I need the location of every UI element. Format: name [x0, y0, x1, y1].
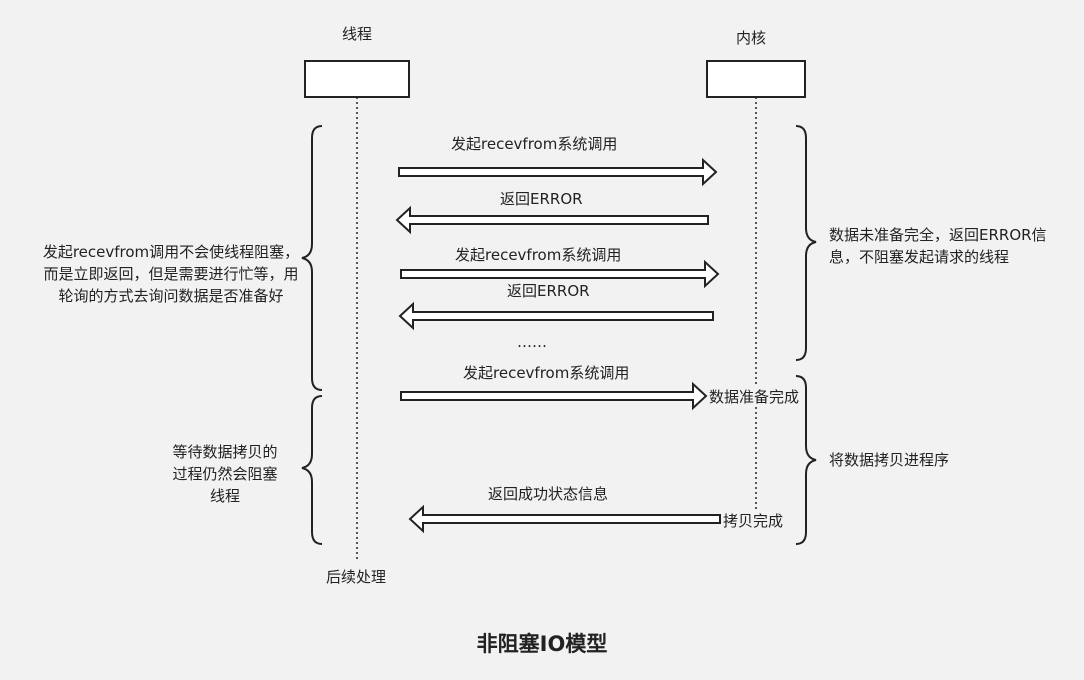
- message-success-label: 返回成功状态信息: [488, 485, 609, 503]
- right-brace-top: [795, 125, 817, 361]
- ellipsis-label: ……: [517, 333, 547, 351]
- message-call-1-label: 发起recevfrom系统调用: [451, 135, 618, 153]
- arrow-call-1: [398, 157, 718, 187]
- kernel-lane-label: 内核: [736, 29, 767, 47]
- arrow-return-success: [408, 504, 721, 534]
- arrow-return-error-1: [395, 205, 709, 235]
- left-bottom-note: 等待数据拷贝的过程仍然会阻塞线程: [172, 443, 278, 505]
- left-brace-top: [301, 125, 323, 391]
- left-brace-bottom: [301, 395, 323, 545]
- copy-done-label: 拷贝完成: [723, 511, 784, 531]
- data-ready-label: 数据准备完成: [709, 387, 800, 407]
- thread-lane-label: 线程: [342, 25, 373, 43]
- message-call-2-label: 发起recevfrom系统调用: [455, 246, 622, 264]
- right-bottom-note: 将数据拷贝进程序: [829, 451, 950, 469]
- left-top-note: 发起recevfrom调用不会使线程阻塞，而是立即返回，但是需要进行忙等，用轮询…: [42, 243, 300, 305]
- kernel-lifeline-box: [706, 60, 806, 98]
- message-error-1-label: 返回ERROR: [500, 190, 583, 208]
- diagram-title: 非阻塞IO模型: [476, 632, 608, 656]
- arrow-call-3: [400, 381, 708, 411]
- arrow-return-error-2: [398, 301, 714, 331]
- right-brace-bottom: [795, 375, 817, 545]
- arrow-call-2: [400, 259, 720, 289]
- message-call-3-label: 发起recevfrom系统调用: [463, 364, 630, 382]
- follow-up-label: 后续处理: [326, 568, 387, 586]
- right-top-note: 数据未准备完全，返回ERROR信息，不阻塞发起请求的线程: [829, 226, 1047, 266]
- thread-lifeline-box: [304, 60, 410, 98]
- message-error-2-label: 返回ERROR: [507, 282, 590, 300]
